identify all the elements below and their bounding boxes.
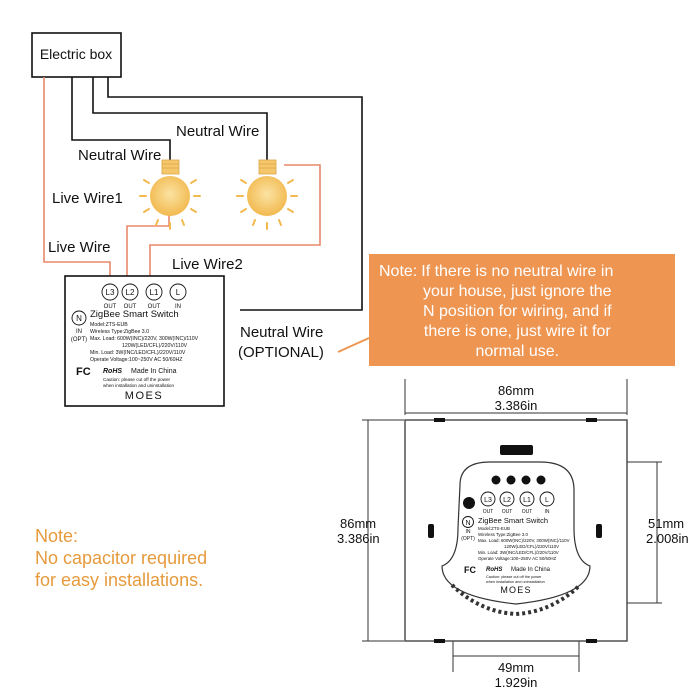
- rohs-mark: RoHS: [103, 368, 122, 375]
- top-notch: [500, 445, 533, 455]
- bulb-1-icon: [139, 159, 201, 230]
- bottom-dim-in: 1.929in: [495, 675, 538, 690]
- live-wires: [43, 77, 321, 278]
- top-dim-in: 3.386in: [495, 398, 538, 413]
- terminal-n: [71, 310, 87, 326]
- top-dim-mm: 86mm: [498, 383, 534, 398]
- module-voltage: Operate Voltage:100~250V AC 50/60HZ: [90, 357, 182, 363]
- svg-text:Model:ZTS-EUB: Model:ZTS-EUB: [478, 526, 510, 531]
- module-max-load-1: Max. Load: 600W(INC)/220V, 300W(INC)/110…: [90, 336, 199, 342]
- optional-label: (OPTIONAL): [238, 344, 324, 361]
- svg-text:OUT: OUT: [104, 304, 117, 310]
- plate-clips: [428, 418, 602, 643]
- bottom-dim-mm: 49mm: [498, 660, 534, 675]
- note-pointer: [337, 337, 370, 353]
- fc-mark: FC: [76, 366, 91, 378]
- capacitor-note: Note: No capacitor required for easy ins…: [35, 525, 207, 591]
- neutral-wire-top-label: Neutral Wire: [176, 123, 259, 140]
- svg-text:OUT: OUT: [124, 304, 137, 310]
- front-moes-logo: MOES: [500, 585, 531, 595]
- capacitor-note-line2: for easy installations.: [35, 570, 204, 590]
- svg-text:120W(LED/CFL)/220V/110V: 120W(LED/CFL)/220V/110V: [504, 544, 559, 549]
- terminal-l: L IN: [169, 283, 187, 310]
- svg-text:OUT: OUT: [148, 304, 161, 310]
- svg-text:L3: L3: [484, 497, 492, 504]
- svg-text:OUT: OUT: [522, 509, 533, 515]
- neutral-note-line: normal use.: [475, 343, 560, 360]
- front-terminal-n: [462, 516, 474, 528]
- module-max-load-2: 120W(LED/CFL)/220V/110V: [122, 343, 188, 349]
- svg-text:IN: IN: [466, 529, 471, 535]
- module-wireless: Wireless Type:ZigBee 3.0: [90, 329, 149, 335]
- right-dim-in: 2.008in: [646, 531, 689, 546]
- neutral-wires: [71, 77, 363, 311]
- module-title: ZigBee Smart Switch: [90, 309, 179, 320]
- svg-text:Wireless Type:ZigBee 3.0: Wireless Type:ZigBee 3.0: [478, 532, 529, 537]
- svg-text:L: L: [545, 497, 549, 504]
- module-teeth: [450, 583, 582, 617]
- svg-text:IN: IN: [545, 509, 550, 515]
- front-terminals: L3 OUT L2 OUT L1 OUT L IN: [480, 491, 555, 515]
- neutral-note-line: N position for wiring, and if: [423, 303, 612, 320]
- svg-text:Caution: please cut off the po: Caution: please cut off the power: [486, 575, 542, 579]
- terminal-n-opt: (OPT): [71, 337, 87, 343]
- made-in: Made In China: [131, 368, 177, 375]
- dimension-drawing: 86mm 3.386in 86mm 3.386in 51mm 2.008in 4…: [337, 379, 689, 690]
- live-wire1-label: Live Wire1: [52, 190, 123, 207]
- svg-text:N: N: [465, 520, 470, 527]
- moes-logo: MOES: [125, 390, 163, 402]
- right-dim-mm: 51mm: [648, 516, 684, 531]
- svg-text:Min. Load: 3W(INC/LED/CFL)/220: Min. Load: 3W(INC/LED/CFL)/220V/110V: [478, 550, 559, 555]
- neutral-note-label: Note:: [379, 263, 418, 280]
- electric-box: [31, 32, 122, 78]
- neutral-note-box: [369, 254, 675, 366]
- svg-text:L2: L2: [126, 288, 135, 297]
- svg-text:IN: IN: [175, 304, 181, 310]
- capacitor-note-line1: No capacitor required: [35, 548, 208, 568]
- switch-module-wiring: L3 OUT L2 OUT L1 OUT L IN N IN (OPT) Zig…: [64, 275, 225, 407]
- svg-text:L1: L1: [523, 497, 531, 504]
- svg-text:Max. Load: 600W(INC)/220V, 300: Max. Load: 600W(INC)/220V, 300W(INC)/110…: [478, 538, 570, 543]
- svg-text:L3: L3: [106, 288, 115, 297]
- live-wire2-label: Live Wire2: [172, 256, 243, 273]
- neutral-note-line: your house, just ignore the: [423, 283, 612, 300]
- neutral-note-line: there is one, just wire it for: [423, 323, 611, 340]
- terminal-n-label: N: [76, 314, 82, 323]
- front-module-title: ZigBee Smart Switch: [478, 516, 548, 525]
- capacitor-note-title: Note:: [35, 526, 79, 546]
- neutral-note: Note: If there is no neutral wire in you…: [379, 262, 669, 362]
- bulb-2-icon: [236, 159, 298, 230]
- caution-2: when installation and uninstallation: [103, 383, 174, 388]
- module-min-load: Min. Load: 3W(INC/LED/CFL)/220V/110V: [90, 350, 186, 356]
- live-wire-label: Live Wire: [48, 239, 111, 256]
- svg-text:Made In China: Made In China: [511, 567, 551, 573]
- neutral-wire-optional-label: Neutral Wire: [240, 324, 323, 341]
- svg-text:L: L: [176, 288, 181, 297]
- caution-1: Caution: please cut off the power: [103, 377, 171, 382]
- neutral-note-line: If there is no neutral wire in: [421, 263, 614, 280]
- terminal-row: L3 OUT L2 OUT L1 OUT L IN: [101, 283, 187, 310]
- svg-text:Operate Voltage:100~250V AC 50: Operate Voltage:100~250V AC 50/60HZ: [478, 556, 557, 561]
- terminal-l1: L1 OUT: [145, 283, 163, 310]
- terminal-l3: L3 OUT: [101, 283, 119, 310]
- neutral-wire-left-label: Neutral Wire: [78, 147, 161, 164]
- svg-text:OUT: OUT: [502, 509, 513, 515]
- svg-text:OUT: OUT: [483, 509, 494, 515]
- neutral-note-body: If there is no neutral wire in your hous…: [421, 262, 613, 362]
- terminal-l2: L2 OUT: [121, 283, 139, 310]
- svg-text:(OPT): (OPT): [461, 536, 475, 542]
- left-dim-in: 3.386in: [337, 531, 380, 546]
- screw-hole: [463, 497, 475, 509]
- svg-text:L1: L1: [150, 288, 159, 297]
- module-model: Model:ZTS-EUB: [90, 322, 128, 328]
- svg-text:when installation and uninstal: when installation and uninstallation: [486, 580, 545, 584]
- svg-text:L2: L2: [503, 497, 511, 504]
- svg-text:FC: FC: [464, 565, 476, 575]
- svg-text:RoHS: RoHS: [486, 567, 502, 573]
- electric-box-label: Electric box: [40, 46, 112, 62]
- led-dots: [491, 475, 546, 485]
- left-dim-mm: 86mm: [340, 516, 376, 531]
- terminal-n-in: IN: [76, 329, 82, 335]
